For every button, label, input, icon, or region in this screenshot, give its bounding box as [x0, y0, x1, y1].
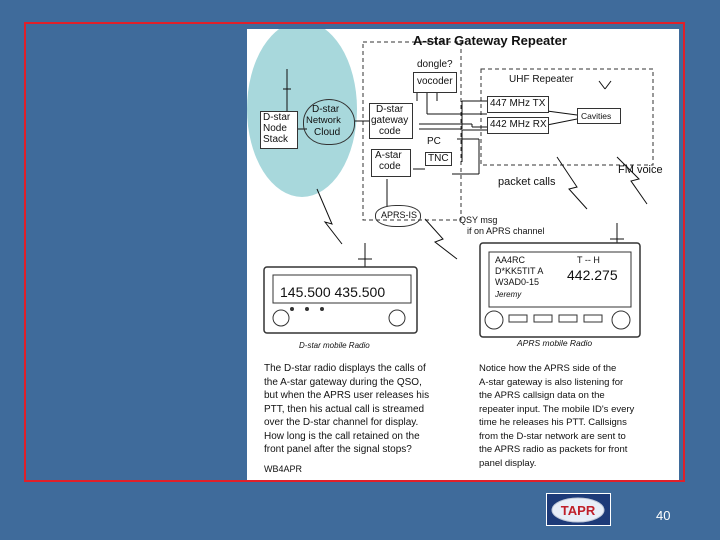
- uhf-repeater-label: UHF Repeater: [509, 74, 574, 85]
- aprs-is-cloud: APRS-IS: [375, 205, 421, 227]
- tapr-logo: TAPR: [546, 493, 611, 526]
- diagram-panel: A-star Gateway Repeater dongle? vocoder …: [247, 29, 679, 480]
- cloud-line-1: D-star: [312, 104, 340, 115]
- pc-label: PC: [427, 136, 441, 147]
- slide-frame: [24, 22, 685, 482]
- gateway-line-1: D-star: [376, 104, 404, 115]
- gateway-line-2: gateway: [371, 115, 409, 126]
- aprs-freq: 442.275: [567, 267, 618, 283]
- cloud-line-2: Network: [306, 115, 341, 126]
- aprs-line-4: Jeremy: [495, 290, 522, 299]
- tnc-box: TNC: [425, 152, 452, 166]
- tnc-label: TNC: [428, 153, 449, 164]
- rx-label: 442 MHz RX: [490, 119, 547, 130]
- svg-text:TAPR: TAPR: [561, 503, 596, 518]
- cloud-line-3: Cloud: [314, 127, 341, 138]
- aprs-line-2: D*KK5TIT A: [495, 266, 544, 276]
- node-stack-line-2: Node: [263, 123, 287, 134]
- node-stack-line-1: D-star: [263, 112, 291, 123]
- right-description: Notice how the APRS side of the A-star g…: [479, 363, 635, 469]
- astar-line-2: code: [379, 161, 401, 172]
- dstar-radio-caption: D-star mobile Radio: [299, 341, 370, 350]
- aprs-mode: T -- H: [577, 255, 600, 265]
- aprs-radio-caption: APRS mobile Radio: [517, 338, 593, 348]
- vocoder-label: vocoder: [417, 76, 453, 87]
- aprs-line-1: AA4RC: [495, 255, 526, 265]
- cavities-box: Cavities: [577, 108, 621, 124]
- rx-box: 442 MHz RX: [487, 117, 549, 134]
- network-ellipse: [247, 29, 357, 197]
- qsy-msg-line-2: if on APRS channel: [467, 226, 545, 236]
- page-number: 40: [656, 508, 671, 523]
- packet-calls-label: packet calls: [498, 176, 556, 188]
- fm-voice-label: FM voice: [618, 164, 663, 176]
- node-stack-line-3: Stack: [263, 134, 289, 145]
- left-description: The D-star radio displays the calls of t…: [264, 363, 430, 455]
- dstar-radio-display: 145.500 435.500: [280, 284, 386, 300]
- vocoder-box: vocoder: [413, 72, 457, 93]
- aprs-line-3: W3AD0-15: [495, 277, 540, 287]
- astar-code-box: A-star code: [371, 149, 411, 177]
- signature: WB4APR: [264, 464, 303, 474]
- gateway-code-box: D-star gateway code: [369, 103, 413, 139]
- network-cloud: D-star Network Cloud: [303, 99, 355, 145]
- diagram-title: A-star Gateway Repeater: [413, 33, 567, 48]
- cavities-label: Cavities: [581, 111, 612, 121]
- gateway-line-3: code: [379, 126, 401, 137]
- tx-box: 447 MHz TX: [487, 96, 549, 113]
- aprs-radio-screen: [488, 251, 632, 308]
- tx-label: 447 MHz TX: [490, 98, 546, 109]
- dstar-radio-screen: [272, 274, 412, 304]
- astar-line-1: A-star: [375, 150, 402, 161]
- diagram-lines: [247, 29, 654, 338]
- qsy-msg-line-1: QSY msg: [459, 215, 498, 225]
- repeater-dashed-box: [480, 68, 654, 166]
- aprs-is-label: APRS-IS: [381, 210, 418, 220]
- node-stack-box: D-star Node Stack: [260, 111, 298, 149]
- dongle-label: dongle?: [417, 59, 453, 70]
